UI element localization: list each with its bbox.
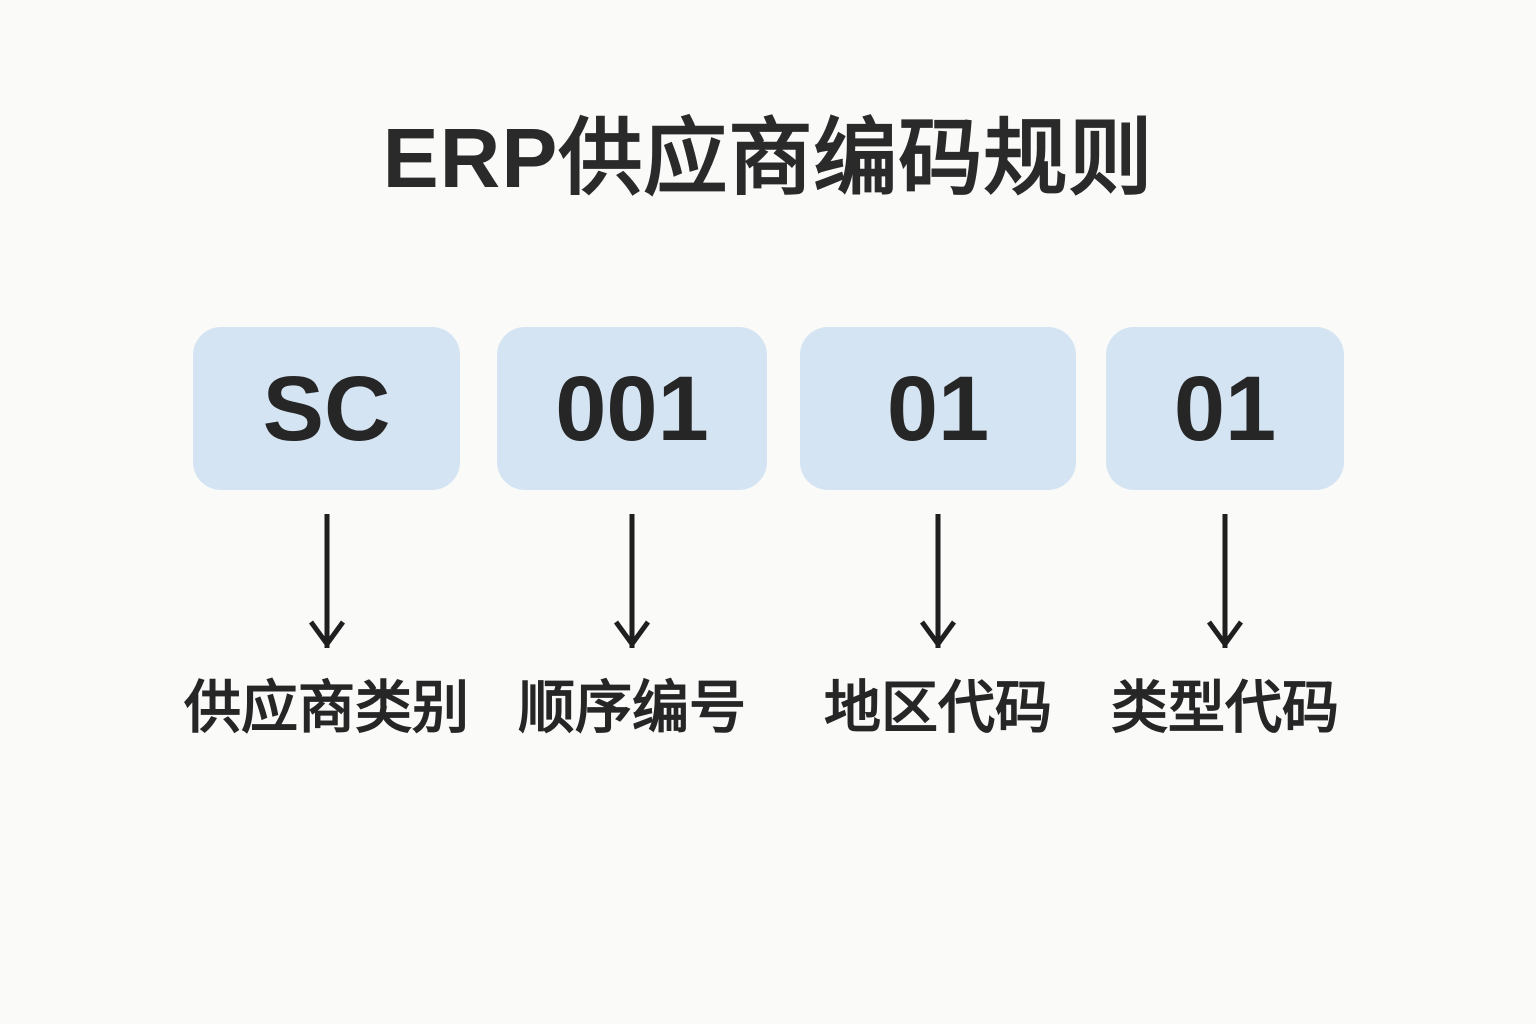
code-segment-supplier-category: SC 供应商类别 [184, 327, 469, 737]
code-box: 01 [800, 327, 1076, 490]
down-arrow-icon [919, 514, 957, 649]
segment-label: 类型代码 [1111, 676, 1339, 740]
code-segment-sequence-number: 001 顺序编号 [497, 327, 767, 737]
code-segment-type-code: 01 类型代码 [1106, 327, 1344, 737]
down-arrow-icon [1206, 514, 1244, 649]
down-arrow-icon [613, 514, 651, 649]
segment-label: 供应商类别 [184, 676, 469, 740]
code-box: 001 [497, 327, 767, 490]
page-title: ERP供应商编码规则 [382, 111, 1154, 205]
down-arrow-icon [308, 514, 345, 649]
segment-label: 顺序编号 [518, 676, 746, 740]
code-box: 01 [1106, 327, 1344, 490]
code-segment-region-code: 01 地区代码 [800, 327, 1076, 737]
code-box: SC [193, 327, 460, 490]
segment-label: 地区代码 [824, 676, 1052, 740]
